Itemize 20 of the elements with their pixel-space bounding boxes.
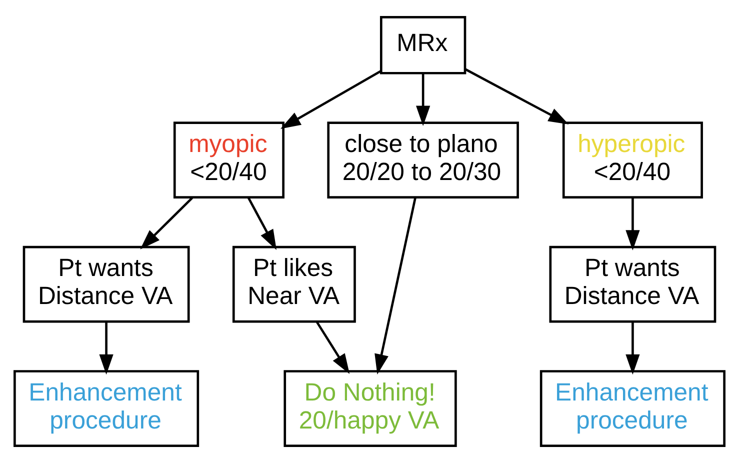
node-box: Do Nothing! 20/happy VA <box>284 370 457 447</box>
arrow <box>248 197 277 250</box>
arrow <box>140 197 193 250</box>
arrow <box>99 322 114 375</box>
node-box: myopic <20/40 <box>173 122 284 198</box>
node-box: Pt wants Distance VA <box>549 246 716 323</box>
arrow <box>626 198 640 250</box>
node-box: Pt likes Near VA <box>232 246 356 323</box>
node-box: MRx <box>380 16 466 74</box>
node-box: Enhancement procedure <box>540 370 726 447</box>
node-box: Enhancement procedure <box>14 370 200 447</box>
arrow <box>316 322 350 374</box>
node-box: Pt wants Distance VA <box>22 246 190 323</box>
node-box: close to plano 20/20 to 20/30 <box>327 122 519 198</box>
arrow <box>464 68 569 124</box>
arrow <box>626 322 640 375</box>
arrow <box>416 73 430 126</box>
node-box: hyperopic <20/40 <box>562 122 703 198</box>
arrow <box>280 70 382 129</box>
arrow <box>374 198 416 374</box>
